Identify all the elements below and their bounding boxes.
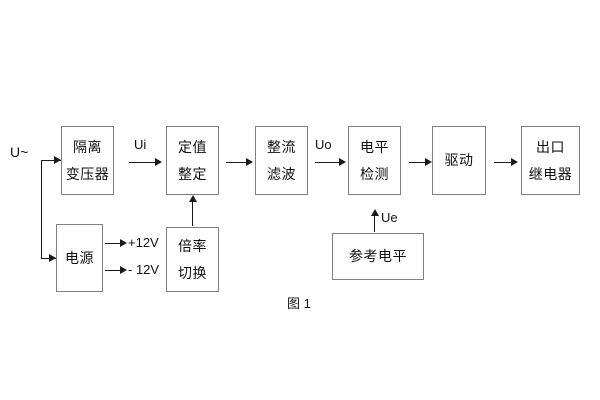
arrowhead-ui	[155, 158, 162, 166]
block-rectify-filter-line-2: 滤波	[267, 165, 296, 182]
block-rectify-filter[interactable]: 整流 滤波	[255, 126, 308, 195]
arrowhead-rail-negative	[120, 266, 127, 274]
block-isolation-transformer-line-2: 变压器	[65, 165, 110, 182]
block-output-relay-line-1: 出口	[536, 138, 565, 155]
wire-level-to-drive	[409, 162, 429, 163]
wire-source-to-power	[41, 258, 56, 259]
figure-caption: 图 1	[287, 296, 311, 311]
block-isolation-transformer-line-1: 隔离	[73, 138, 102, 155]
block-rectify-filter-line-1: 整流	[267, 138, 296, 155]
block-reference-level[interactable]: 参考电平	[332, 233, 424, 280]
wire-ui	[129, 162, 157, 163]
wire-uo	[315, 162, 341, 163]
signal-label-uo: Uo	[315, 137, 332, 152]
block-multiplier-switch[interactable]: 倍率 切换	[166, 227, 219, 292]
arrowhead-setting-to-rectify	[246, 158, 253, 166]
arrowhead-rail-positive	[120, 239, 127, 247]
block-setting-value-line-2: 整定	[178, 165, 207, 182]
arrowhead-drive-to-relay	[511, 158, 518, 166]
block-output-relay-line-2: 继电器	[528, 165, 573, 182]
wire-drive-to-relay	[494, 162, 515, 163]
wire-source-trunk	[41, 160, 42, 258]
block-multiplier-switch-line-1: 倍率	[178, 237, 207, 254]
block-power-supply-line-1: 电源	[65, 249, 94, 266]
block-level-detect-line-1: 电平	[360, 138, 389, 155]
wire-multiplier-to-setting	[192, 198, 193, 226]
block-power-supply[interactable]: 电源	[56, 224, 103, 292]
rail-positive-label: +12V	[128, 235, 159, 250]
wire-source-top-stub	[41, 160, 61, 161]
arrowhead-source-to-power	[49, 254, 56, 262]
arrowhead-ue	[371, 209, 379, 216]
block-setting-value-line-1: 定值	[178, 138, 207, 155]
wire-ue	[374, 212, 375, 232]
wire-setting-to-rectify	[226, 162, 248, 163]
block-level-detect[interactable]: 电平 检测	[348, 126, 401, 195]
arrowhead-level-to-drive	[425, 158, 432, 166]
block-output-relay[interactable]: 出口 继电器	[521, 126, 580, 195]
signal-label-ui: Ui	[134, 137, 147, 152]
rail-negative-label: - 12V	[128, 262, 160, 277]
signal-label-ue: Ue	[381, 210, 398, 225]
block-reference-level-line-1: 参考电平	[349, 248, 407, 265]
arrowhead-multiplier-to-setting	[189, 195, 197, 202]
arrowhead-source-to-transformer	[54, 156, 61, 164]
block-setting-value[interactable]: 定值 整定	[166, 126, 219, 195]
arrowhead-uo	[339, 158, 346, 166]
input-source-label: U~	[10, 144, 29, 160]
wire-rail-negative	[105, 270, 124, 271]
block-isolation-transformer[interactable]: 隔离 变压器	[61, 126, 114, 195]
block-drive-line-1: 驱动	[444, 152, 474, 169]
wire-rail-positive	[105, 243, 124, 244]
block-drive[interactable]: 驱动	[432, 126, 486, 195]
block-multiplier-switch-line-2: 切换	[178, 264, 207, 281]
block-level-detect-line-2: 检测	[360, 165, 389, 182]
